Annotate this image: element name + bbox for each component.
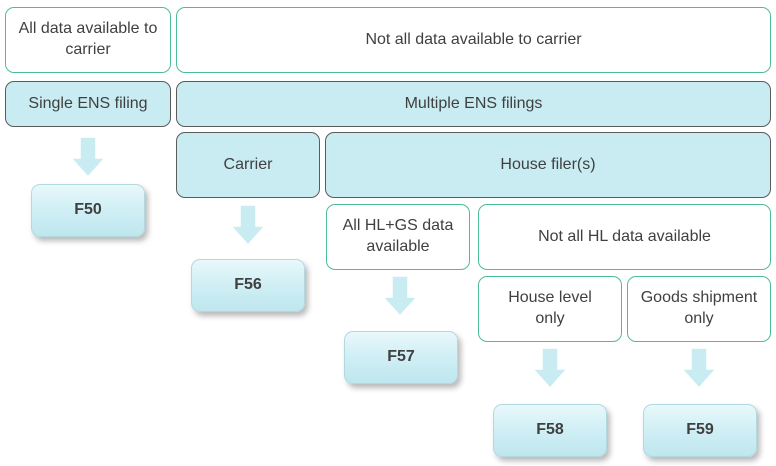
down-arrow-icon	[681, 347, 717, 389]
house-filers-box: House filer(s)	[325, 132, 771, 198]
form-f57-box: F57	[344, 331, 458, 384]
single-ens-filing-label: Single ENS filing	[28, 94, 148, 112]
form-f58-label: F58	[536, 421, 564, 439]
not-all-hl-data-box: Not all HL data available	[478, 204, 771, 270]
form-f57-label: F57	[387, 348, 415, 366]
not-all-hl-data-label: Not all HL data available	[538, 227, 711, 245]
down-arrow-icon	[382, 275, 418, 317]
form-f58-box: F58	[493, 404, 607, 457]
single-ens-filing-box: Single ENS filing	[5, 81, 171, 127]
house-level-only-label: House level only	[508, 289, 592, 327]
house-filers-label: House filer(s)	[500, 155, 596, 173]
down-arrow-icon	[70, 136, 106, 178]
multiple-ens-filings-box: Multiple ENS filings	[176, 81, 771, 127]
goods-shipment-only-label: Goods shipment only	[640, 289, 758, 327]
carrier-box: Carrier	[176, 132, 320, 198]
form-f50-label: F50	[74, 201, 102, 219]
form-f59-label: F59	[686, 421, 714, 439]
all-data-available-label: All data available to carrier	[18, 20, 158, 58]
all-data-available-box: All data available to carrier	[5, 7, 171, 73]
form-f50-box: F50	[31, 184, 145, 237]
form-f59-box: F59	[643, 404, 757, 457]
goods-shipment-only-box: Goods shipment only	[627, 276, 771, 342]
not-all-data-available-box: Not all data available to carrier	[176, 7, 771, 73]
form-f56-label: F56	[234, 276, 262, 294]
down-arrow-icon	[532, 347, 568, 389]
carrier-label: Carrier	[223, 155, 273, 173]
house-level-only-box: House level only	[478, 276, 622, 342]
all-hl-gs-data-label: All HL+GS data available	[342, 217, 454, 255]
not-all-data-available-label: Not all data available to carrier	[365, 30, 582, 48]
down-arrow-icon	[230, 204, 266, 246]
multiple-ens-filings-label: Multiple ENS filings	[404, 94, 543, 112]
form-f56-box: F56	[191, 259, 305, 312]
all-hl-gs-data-box: All HL+GS data available	[326, 204, 470, 270]
